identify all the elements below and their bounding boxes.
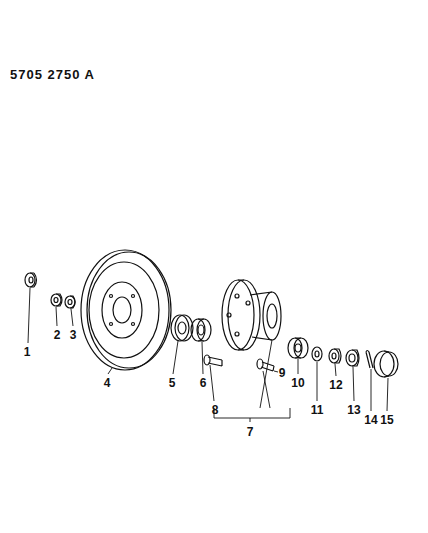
callout-number: 15: [380, 414, 393, 426]
washer: [65, 296, 75, 308]
brake-disc: [81, 250, 171, 370]
hub-bolt: [257, 359, 274, 371]
callout-number: 9: [279, 367, 286, 379]
hub-bolt: [204, 355, 222, 366]
leader-line: [28, 288, 388, 422]
bearing: [191, 319, 211, 341]
callout-number: 7: [247, 426, 254, 438]
callout-number: 4: [104, 377, 111, 389]
callout-number: 14: [364, 414, 377, 426]
page-code: 5705 2750 A: [10, 68, 95, 81]
callout-number: 8: [212, 404, 219, 416]
callout-number: 12: [329, 379, 342, 391]
hub: [222, 280, 281, 350]
callout-number: 10: [291, 377, 304, 389]
nut: [329, 349, 341, 363]
nut: [51, 294, 62, 306]
callout-number: 1: [24, 346, 31, 358]
dust-cap: [374, 351, 398, 377]
callout-number: 6: [200, 377, 207, 389]
callout-number: 11: [311, 404, 324, 416]
callout-number: 5: [169, 377, 176, 389]
bearing: [288, 338, 308, 358]
nut: [25, 273, 37, 287]
callout-number: 2: [54, 329, 61, 341]
washer: [312, 347, 322, 361]
nut-lock: [346, 350, 359, 366]
callout-number: 13: [347, 404, 360, 416]
callout-number: 3: [70, 329, 77, 341]
oil-seal: [171, 315, 193, 341]
cotter-pin: [366, 351, 373, 369]
